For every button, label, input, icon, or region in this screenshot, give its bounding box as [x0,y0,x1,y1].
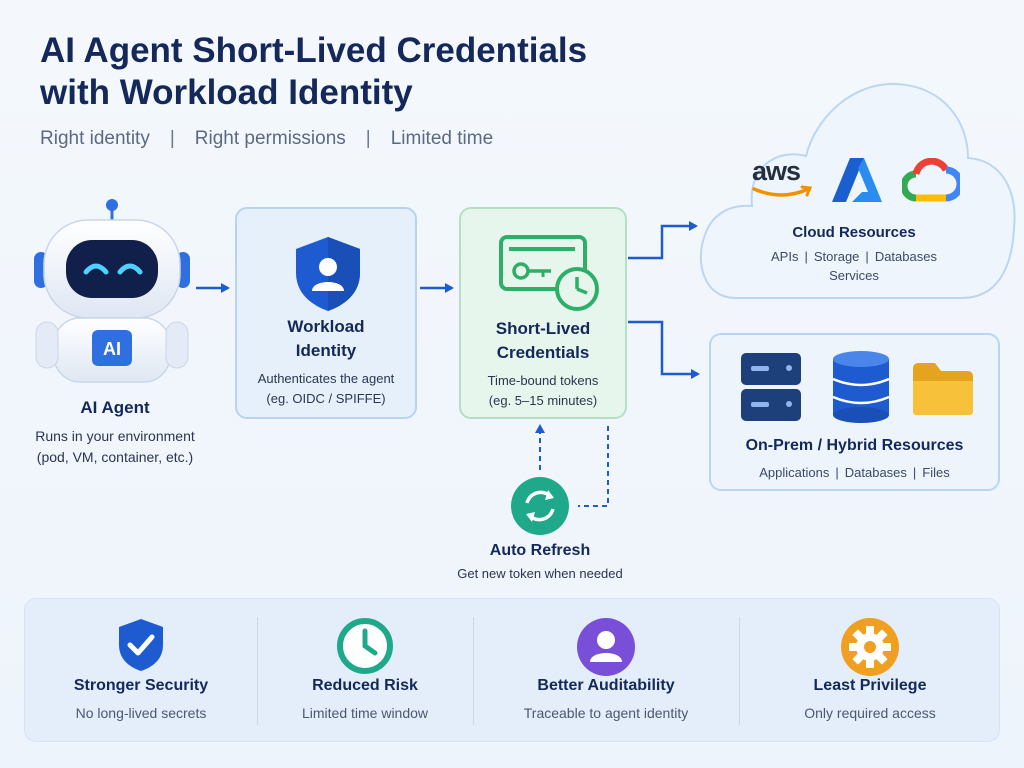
auto-refresh-label: Auto Refresh Get new token when needed [430,540,650,585]
benefit-divider [473,617,474,725]
workload-title-1: Workload [287,317,365,336]
benefit-desc: Only required access [804,705,936,721]
benefit-title: Reduced Risk [312,677,418,694]
benefit-title: Better Auditability [537,677,675,694]
agent-label: AI Agent Runs in your environment (pod, … [20,396,210,469]
title-line-1: AI Agent Short-Lived Credentials [40,31,588,70]
refresh-icon [511,477,569,535]
azure-logo-icon [832,158,882,202]
cloud-provider-logos: aws [746,154,976,206]
arrow-credentials-to-onprem [628,320,700,379]
cloud-resources-text: Cloud Resources APIs | Storage | Databases S… [726,222,982,283]
user-icon [577,618,635,676]
benefit-divider [257,617,258,725]
subtitle-item: Right identity [40,128,150,149]
benefit-desc: Traceable to agent identity [523,705,689,721]
on-prem-text: On-Prem / Hybrid Resources Applications |… [711,435,998,480]
google-cloud-logo-icon [902,158,960,202]
flow-connectors [196,221,700,507]
subtitle-separator: | [169,128,175,149]
refresh-return-line [578,426,609,507]
on-prem-items: Applications | Databases | Files [711,465,998,480]
on-prem-resources-card: On-Prem / Hybrid Resources Applications |… [709,333,1000,491]
aws-logo-text: aws [752,156,801,186]
subtitle: Right identity | Right permissions | Lim… [40,128,493,150]
credentials-desc-2: (eg. 5–15 minutes) [488,392,598,408]
aws-smile-icon [752,185,813,197]
on-prem-title: On-Prem / Hybrid Resources [745,437,964,454]
subtitle-separator: | [365,128,371,149]
on-prem-item: Databases [844,465,907,481]
workload-desc-2: (eg. OIDC / SPIFFE) [266,390,386,406]
benefit-title: Least Privilege [813,677,927,694]
cloud-item-separator: | [804,249,808,264]
cloud-item: Storage [813,249,860,264]
shield-user-icon [296,237,360,311]
cloud-title: Cloud Resources [792,224,916,241]
benefit-divider [739,617,740,725]
workload-text: Workload Identity Authenticates the agen… [237,315,415,409]
server-rack-icon [741,353,801,421]
credentials-title-2: Credentials [496,342,590,362]
workload-desc-1: Authenticates the agent [257,370,395,386]
gear-icon [841,618,899,676]
arrow-credentials-to-cloud [628,221,698,260]
benefit-reduced-risk: Reduced Risk Limited time window [257,599,473,743]
credential-timer-icon [499,235,599,311]
refresh-title: Auto Refresh [489,542,591,559]
cloud-item: APIs [771,249,799,264]
cloud-shape [699,82,1016,299]
cloud-item-separator: | [865,249,869,264]
credentials-text: Short-Lived Credentials Time-bound token… [461,317,625,411]
agent-title: AI Agent [80,398,150,417]
subtitle-item: Right permissions [194,128,346,149]
page-title: AI Agent Short-Lived Credentials with Wo… [40,30,700,114]
database-icon [832,351,890,423]
benefit-title: Stronger Security [73,677,209,694]
title-line-2: with Workload Identity [40,73,413,112]
benefit-better-auditability: Better Auditability Traceable to agent i… [473,599,739,743]
cloud-item: Databases [874,249,937,264]
refresh-desc: Get new token when needed [457,566,623,582]
robot-icon: AI [34,199,190,383]
on-prem-item-separator: | [835,465,839,481]
on-prem-item: Applications [759,465,830,481]
folder-icon [913,363,973,415]
benefit-stronger-security: Stronger Security No long-lived secrets [25,599,257,743]
clock-icon [337,618,393,674]
aws-logo: aws [752,156,814,199]
cloud-extra: Services [829,268,879,283]
shield-check-icon [119,619,163,671]
workload-title-2: Identity [295,340,357,360]
agent-desc-1: Runs in your environment [35,427,195,444]
credentials-title-1: Short-Lived [495,319,591,338]
on-prem-item: Files [922,465,950,481]
benefit-desc: No long-lived secrets [75,705,207,721]
benefits-panel: Stronger Security No long-lived secrets … [24,598,1000,742]
on-prem-item-separator: | [912,465,917,481]
benefit-desc: Limited time window [301,705,429,721]
agent-desc-2: (pod, VM, container, etc.) [36,449,194,466]
benefit-least-privilege: Least Privilege Only required access [739,599,1001,743]
credentials-desc-1: Time-bound tokens [487,372,599,388]
subtitle-item: Limited time [390,128,494,149]
cloud-items: APIs | Storage | Databases [726,249,982,264]
workload-identity-card: Workload Identity Authenticates the agen… [235,207,417,419]
robot-badge-text: AI [103,339,121,359]
short-lived-credentials-card: Short-Lived Credentials Time-bound token… [459,207,627,419]
